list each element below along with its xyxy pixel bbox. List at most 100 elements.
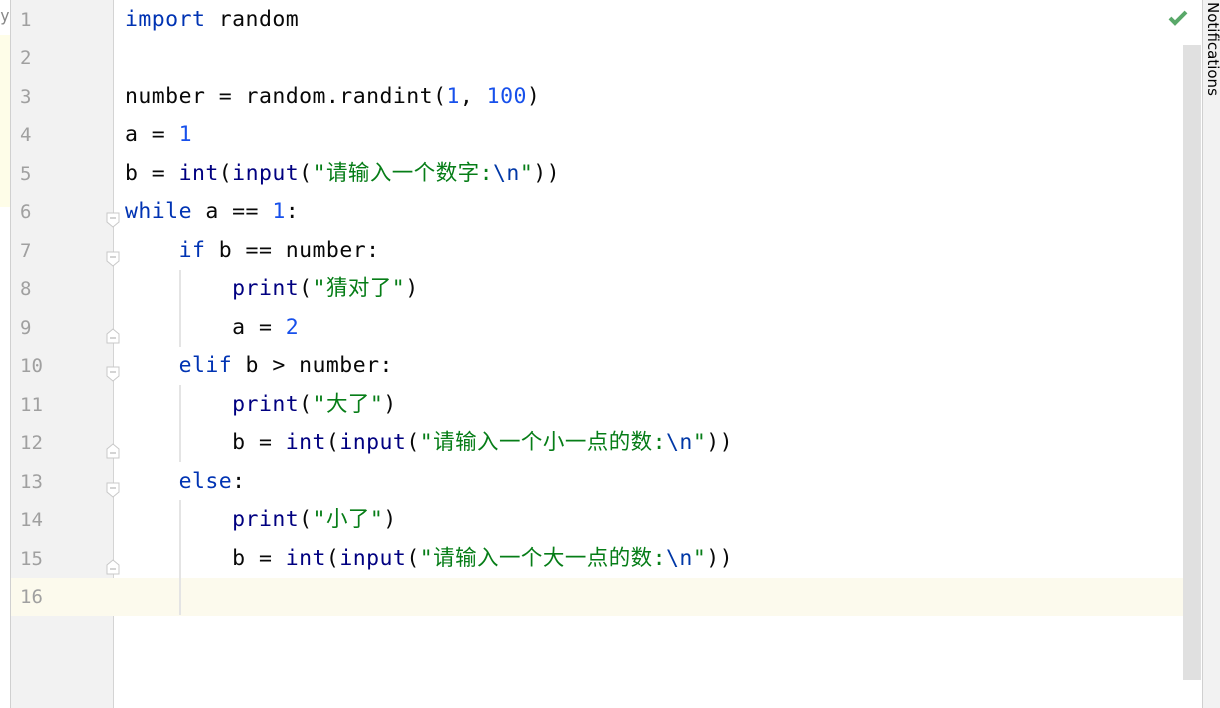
code-token: print [232, 391, 300, 417]
code-line[interactable]: 2 [0, 39, 1180, 77]
code-token: import [125, 7, 206, 32]
code-token: ( [406, 545, 420, 571]
code-token: ( [299, 507, 313, 533]
code-token: input [339, 545, 407, 571]
code-text: print("小了") [125, 501, 397, 539]
code-text: a = 2 [125, 309, 299, 347]
code-token: b = [125, 160, 179, 186]
code-token: ) [383, 507, 397, 533]
code-token: a = [125, 122, 179, 148]
code-token: "请输入一个数字: [312, 160, 494, 186]
code-token: \n [666, 430, 693, 456]
code-token: if [178, 237, 206, 263]
code-line[interactable]: 6 while a == 1: [0, 193, 1180, 231]
code-text: a = 1 [125, 116, 192, 154]
line-number[interactable]: 3 [20, 85, 32, 108]
line-number[interactable]: 1 [20, 9, 32, 31]
code-line[interactable]: 5 b = int(input("请输入一个数字:\n")) [0, 155, 1180, 193]
code-line[interactable]: 11 print("大了") [0, 386, 1180, 424]
code-line[interactable]: 16 [0, 578, 1180, 616]
fold-collapse-icon[interactable] [106, 243, 120, 267]
code-token: )) [706, 545, 734, 571]
fold-end-icon[interactable] [106, 551, 120, 575]
code-token: while [125, 199, 192, 225]
notifications-tool-window-button[interactable]: Notifications [1202, 0, 1220, 708]
code-text: while a == 1: [125, 193, 299, 231]
code-token: ( [325, 430, 340, 456]
line-number[interactable]: 9 [20, 316, 32, 339]
code-line[interactable]: 4 a = 1 [0, 116, 1180, 154]
line-number[interactable]: 8 [20, 278, 32, 301]
fold-collapse-icon[interactable] [106, 358, 120, 382]
line-number[interactable]: 14 [20, 509, 43, 532]
line-number[interactable]: 10 [20, 355, 43, 378]
code-text: number = random.randint(1, 100) [125, 78, 540, 116]
code-text: else: [125, 463, 246, 501]
code-token: print [232, 276, 300, 302]
code-line[interactable]: 9 a = 2 [0, 309, 1180, 347]
line-number[interactable]: 5 [20, 162, 32, 185]
code-token [125, 507, 232, 532]
code-line[interactable]: 8 print("猜对了") [0, 270, 1180, 308]
code-line[interactable]: 12 b = int(input("请输入一个小一点的数:\n")) [0, 424, 1180, 462]
code-text: b = int(input("请输入一个大一点的数:\n")) [125, 540, 733, 578]
fold-end-icon[interactable] [106, 320, 120, 344]
code-token: 2 [285, 314, 300, 340]
line-number[interactable]: 15 [20, 547, 43, 570]
indent-guide [179, 270, 181, 347]
line-number[interactable]: 16 [20, 586, 43, 609]
notifications-label: Notifications [1204, 2, 1220, 96]
check-icon[interactable] [1168, 10, 1188, 30]
code-token: \n [666, 545, 693, 571]
code-token: b > number: [232, 353, 393, 379]
indent-guide [179, 385, 181, 462]
code-token: a = [125, 314, 286, 340]
code-token: ) [383, 391, 397, 417]
code-token: 100 [486, 83, 527, 109]
fold-end-icon[interactable] [106, 435, 120, 459]
line-number[interactable]: 7 [20, 239, 32, 262]
code-token [125, 353, 179, 378]
line-number[interactable]: 2 [20, 47, 32, 70]
line-number[interactable]: 6 [20, 201, 32, 224]
code-line[interactable]: 14 print("小了") [0, 501, 1180, 539]
code-line[interactable]: 10 elif b > number: [0, 347, 1180, 385]
code-token: number = random.randint( [125, 83, 447, 109]
code-token [125, 238, 179, 263]
code-token: ( [218, 160, 233, 186]
code-editor[interactable]: 1 import random 2 3 number = random.randint(… [0, 1, 1180, 617]
code-token: a == [191, 199, 273, 225]
code-token: ( [299, 391, 313, 417]
code-token: ( [325, 545, 340, 571]
code-token: random [205, 7, 300, 32]
code-token: input [339, 430, 407, 456]
project-panel-edge: y [0, 0, 11, 708]
code-token: "小了" [312, 507, 384, 533]
code-token: "猜对了" [312, 276, 406, 302]
line-number[interactable]: 4 [20, 124, 32, 147]
line-number[interactable]: 13 [20, 470, 43, 493]
code-token: ( [299, 276, 313, 302]
code-token: )) [706, 430, 734, 456]
code-line[interactable]: 7 if b == number: [0, 232, 1180, 270]
code-line[interactable]: 13 else: [0, 463, 1180, 501]
fold-collapse-icon[interactable] [106, 204, 120, 228]
code-token: "请输入一个小一点的数: [419, 430, 667, 456]
code-token: ( [406, 430, 420, 456]
code-token: print [232, 507, 300, 533]
line-number[interactable]: 11 [20, 393, 43, 416]
fold-collapse-icon[interactable] [106, 474, 120, 498]
vertical-scrollbar[interactable] [1183, 45, 1201, 680]
code-token: ( [299, 160, 313, 186]
code-line[interactable]: 1 import random [0, 1, 1180, 39]
code-line[interactable]: 3 number = random.randint(1, 100) [0, 78, 1180, 116]
code-line[interactable]: 15 b = int(input("请输入一个大一点的数:\n")) [0, 540, 1180, 578]
code-text: b = int(input("请输入一个数字:\n")) [125, 155, 560, 193]
code-text: elif b > number: [125, 347, 393, 385]
code-text: print("大了") [125, 386, 397, 424]
code-text: import random [125, 1, 299, 39]
line-number[interactable]: 12 [20, 432, 43, 455]
code-token: " [692, 430, 707, 456]
code-token: 1 [272, 199, 286, 225]
code-token: , [459, 83, 487, 109]
